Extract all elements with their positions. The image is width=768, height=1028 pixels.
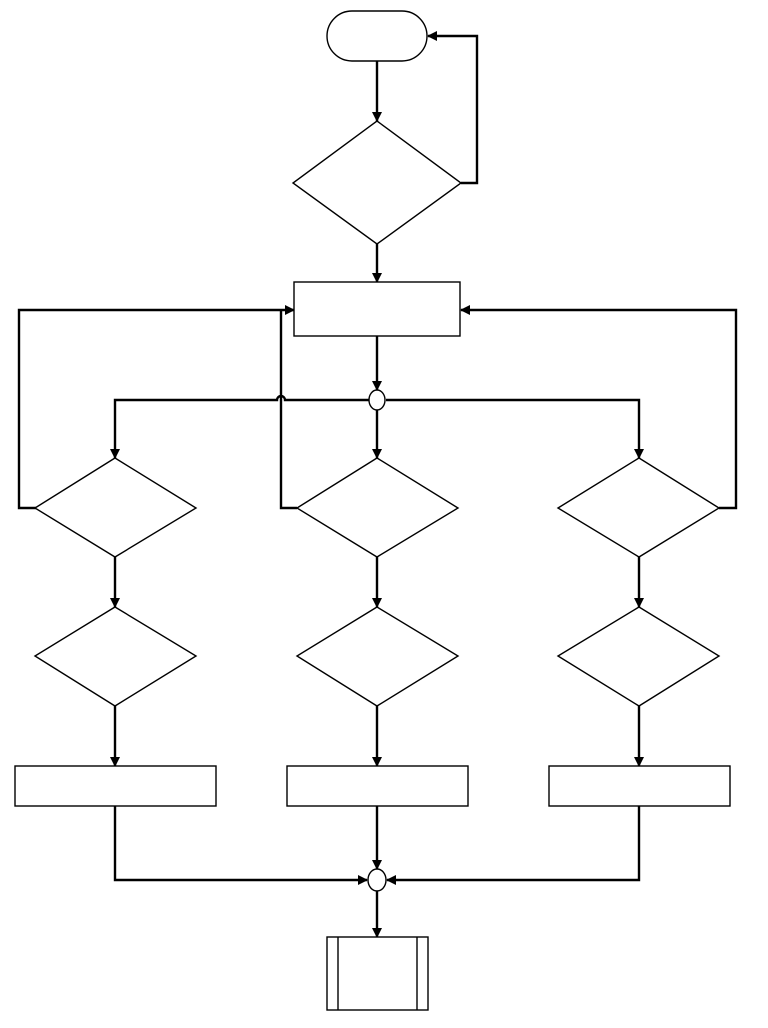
merge-junction	[367, 868, 387, 892]
nodes	[14, 10, 731, 1011]
right-check-1-decision	[556, 457, 721, 558]
fork-junction	[368, 389, 386, 411]
edge-left-process-to-merge	[113, 806, 368, 885]
edge-right-process-to-merge	[386, 806, 641, 885]
edge-check-1-loop-to-start	[427, 31, 479, 185]
right-process-box	[548, 765, 731, 807]
edge-mid-check-1-loop-to-process-main	[279, 310, 297, 510]
edge-left-check-1-loop-to-process-main	[17, 305, 295, 510]
left-check-2-decision	[33, 606, 198, 707]
left-process-box	[14, 765, 217, 807]
right-check-2-decision	[556, 606, 721, 707]
edge-right-check-1-loop-to-process-main	[460, 305, 738, 510]
edges	[17, 31, 738, 938]
mid-check-1-decision	[295, 457, 460, 558]
mid-process-box	[286, 765, 469, 807]
check-1-decision	[291, 120, 463, 245]
edge-fork-to-right-check-1	[386, 398, 644, 459]
start-terminator	[326, 10, 428, 62]
process-main-box	[293, 281, 461, 337]
end-predefined-process	[326, 936, 429, 1011]
edge-fork-to-left-check-1	[110, 394, 369, 459]
left-check-1-decision	[33, 457, 198, 558]
mid-check-2-decision	[295, 606, 460, 707]
